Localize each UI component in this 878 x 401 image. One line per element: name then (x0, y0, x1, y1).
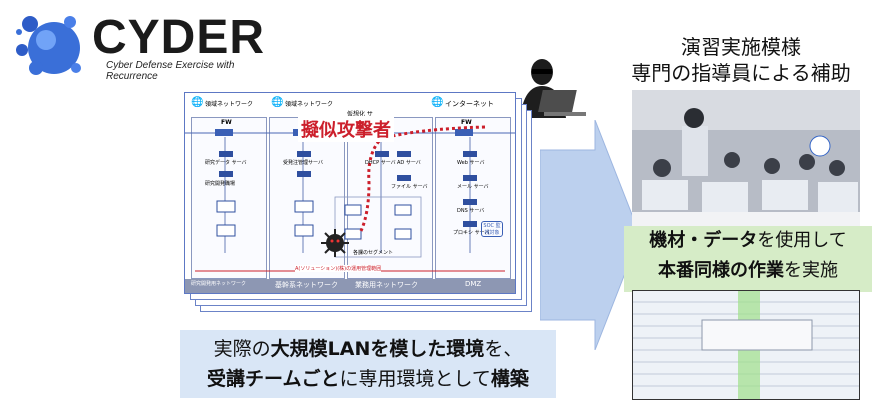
server-label: プロキシ サーバ (453, 230, 490, 236)
attacker-label: 擬似攻撃者 (298, 116, 394, 142)
server-label: DHCP サーバ (365, 160, 396, 166)
caption-bold: 本番同様の作業 (658, 260, 784, 281)
network-bar: 研究開発用ネットワーク 基幹系ネットワーク 業務用ネットワーク DMZ (185, 279, 515, 293)
network-column (269, 117, 345, 279)
arrow-right-icon (540, 120, 640, 350)
network-label: 基幹系ネットワーク (275, 281, 338, 289)
title-line: 演習実施模様 (681, 35, 801, 59)
server-label: AD サーバ (397, 160, 421, 166)
caption-text: を実施 (784, 260, 838, 281)
cyder-logo: CYDER Cyber Defense Exercise with Recurr… (14, 10, 266, 82)
server-label: DNS サーバ (457, 208, 485, 214)
caption-text: 実際の (213, 338, 271, 360)
bubbles-icon (16, 16, 81, 75)
bottom-note: A(ソリューション)(株)の運用管理範囲 (295, 265, 382, 272)
globe-icon: 🌐 (271, 97, 284, 108)
segment-label: 各課のセグメント (353, 250, 394, 256)
soc-badge: SOC 監視対象 (481, 221, 503, 237)
logo-tagline: Cyber Defense Exercise with Recurrence (106, 60, 235, 82)
caption-text: を使用して (757, 230, 847, 251)
caption-bold: 機材・データ (649, 230, 758, 251)
caption-text: を、 (484, 338, 523, 360)
network-label: 業務用ネットワーク (355, 281, 418, 289)
server-label: 研究開発職場 (205, 181, 236, 187)
virus-icon (321, 229, 349, 257)
server-label: 研究データ サーバ (205, 160, 247, 166)
server-label: Web サーバ (457, 160, 485, 166)
server-label: ファイル サーバ (391, 184, 428, 190)
network-label: DMZ (465, 280, 482, 288)
globe-icon: 🌐 (191, 97, 204, 108)
attacker-icon (520, 59, 586, 118)
fw-label: FW (221, 119, 232, 126)
title-line: 専門の指導員による補助 (631, 61, 851, 85)
network-column (191, 117, 267, 279)
globe-icon: 🌐 (431, 97, 444, 108)
monitor-photo (632, 290, 860, 400)
top-label: 領域ネットワーク (285, 101, 334, 108)
caption-bold: 構築 (490, 368, 529, 390)
network-column (435, 117, 511, 279)
logo-wordmark: CYDER (92, 11, 266, 64)
screen-photo (632, 290, 860, 400)
right-title: 演習実施模様 専門の指導員による補助 (610, 34, 872, 86)
equipment-caption: 機材・データを使用して 本番同様の作業を実施 (624, 226, 872, 292)
caption-text: に専用環境として (339, 368, 491, 390)
network-label: 研究開発用ネットワーク (191, 281, 247, 287)
network-column (347, 117, 433, 279)
caption-bold: 大規模LANを模した環境 (270, 338, 485, 360)
top-label: 領域ネットワーク (205, 101, 254, 108)
server-label: メール サーバ (457, 184, 489, 190)
caption-bold: 受講チームごと (207, 368, 340, 390)
environment-caption: 実際の大規模LANを模した環境を、 受講チームごとに専用環境として構築 (180, 330, 556, 398)
classroom-photo (632, 90, 860, 228)
server-label: 受発注管理サーバ (283, 160, 323, 166)
top-label: インターネット (445, 100, 494, 108)
fw-label: FW (461, 119, 472, 126)
training-photo (632, 90, 860, 228)
